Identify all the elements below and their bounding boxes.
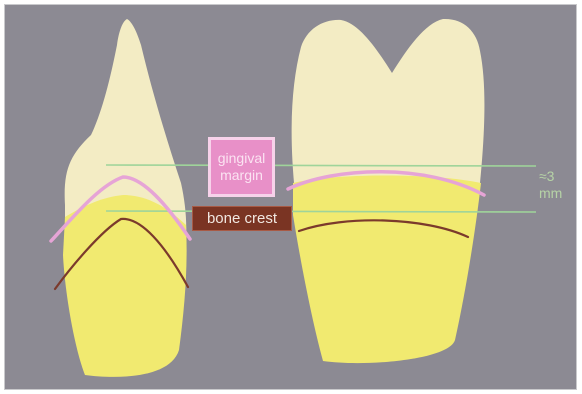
right-tooth: [292, 19, 485, 363]
gingival-margin-text: gingival margin: [218, 150, 265, 184]
left-tooth-root: [63, 195, 187, 377]
tooth-diagram: [5, 5, 578, 391]
right-tooth-root: [293, 176, 481, 364]
gingival-margin-label: gingival margin: [208, 137, 275, 197]
gingival-reference-line: [106, 165, 536, 166]
diagram-frame: gingival margin bone crest ≈3 mm: [4, 4, 577, 390]
bone-crest-label: bone crest: [192, 206, 292, 231]
bone-crest-text: bone crest: [207, 207, 277, 230]
distance-label: ≈3 mm: [539, 168, 571, 202]
right-tooth-crown: [292, 19, 485, 193]
left-tooth: [63, 19, 187, 377]
